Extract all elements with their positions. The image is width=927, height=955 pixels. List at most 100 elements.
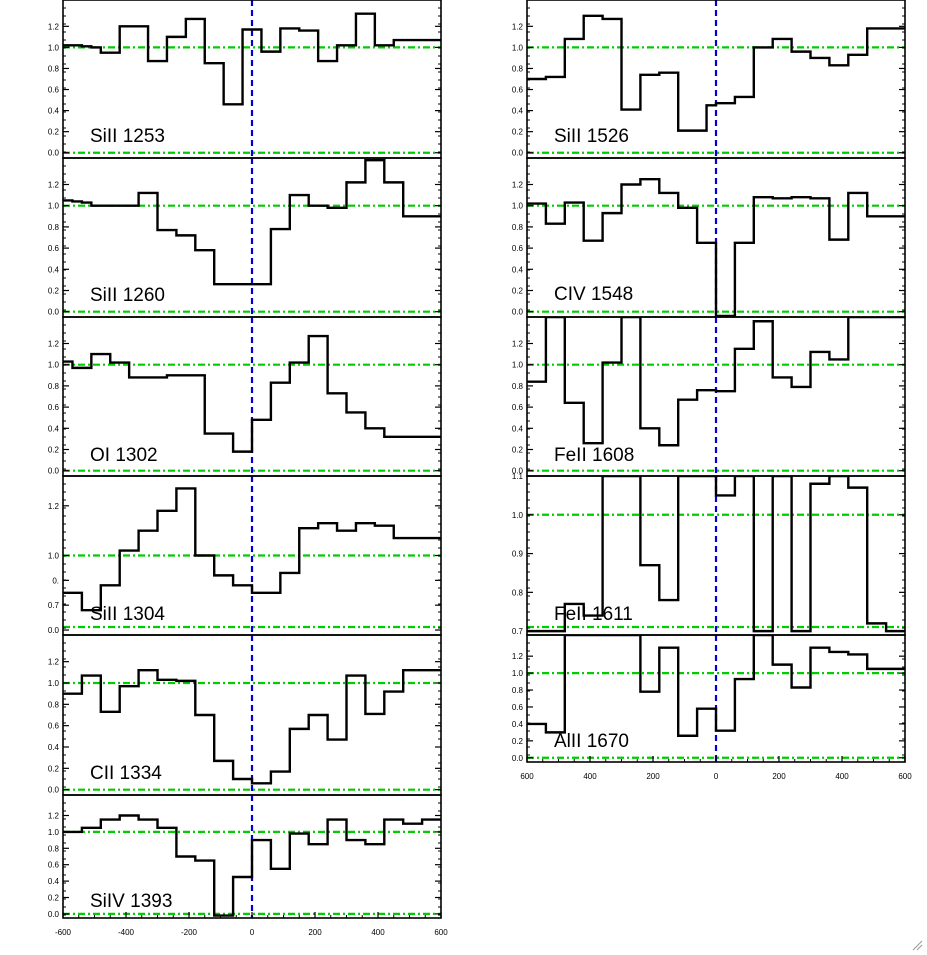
y-tick-label: 0.2 bbox=[512, 128, 524, 137]
y-tick-label: 1.0 bbox=[48, 361, 60, 370]
y-tick-label: 1.2 bbox=[48, 22, 60, 31]
x-tick-label: -400 bbox=[118, 928, 135, 937]
y-tick-label: 0.8 bbox=[512, 588, 524, 597]
x-tick-label: -200 bbox=[181, 928, 198, 937]
spectrum-step-line bbox=[63, 158, 441, 286]
y-tick-label: 0.2 bbox=[48, 894, 60, 903]
y-tick-label: 0.8 bbox=[48, 223, 60, 232]
y-tick-label: 0.0 bbox=[512, 149, 524, 158]
y-tick-label: 0.4 bbox=[512, 265, 524, 274]
y-tick-label: 0.0 bbox=[512, 754, 524, 763]
y-tick-label: 0.0 bbox=[48, 626, 60, 635]
y-tick-label: 0.4 bbox=[48, 107, 60, 116]
y-tick-label: 1.0 bbox=[512, 511, 524, 520]
y-tick-label: 0.6 bbox=[48, 861, 60, 870]
y-tick-label: 1.2 bbox=[48, 812, 60, 821]
panel-label: SiII 1526 bbox=[554, 126, 629, 147]
y-tick-label: 0.4 bbox=[512, 107, 524, 116]
y-tick-label: 1.2 bbox=[48, 502, 60, 511]
y-tick-label: 0.8 bbox=[48, 382, 60, 391]
y-tick-label: 1.0 bbox=[48, 43, 60, 52]
y-tick-label: 0.9 bbox=[512, 550, 524, 559]
y-tick-label: 1.0 bbox=[512, 361, 524, 370]
y-tick-label: 1.0 bbox=[512, 202, 524, 211]
x-tick-label: 600 bbox=[434, 928, 448, 937]
y-tick-label: 0.2 bbox=[48, 446, 60, 455]
y-tick-label: 0.6 bbox=[512, 703, 524, 712]
panel-label: OI 1302 bbox=[90, 445, 158, 466]
y-tick-label: 0.4 bbox=[48, 424, 60, 433]
y-tick-label: 1.1 bbox=[512, 472, 524, 481]
y-tick-label: 0.0 bbox=[512, 467, 524, 476]
y-tick-label: 1.2 bbox=[512, 181, 524, 190]
y-tick-label: 1.2 bbox=[512, 22, 524, 31]
y-tick-label: 1.0 bbox=[48, 679, 60, 688]
y-tick-label: 0.2 bbox=[512, 446, 524, 455]
panel-label: AlII 1670 bbox=[554, 731, 629, 752]
y-tick-label: 0.8 bbox=[512, 382, 524, 391]
spectrum-step-line bbox=[63, 814, 441, 917]
spectrum-step-line bbox=[527, 14, 905, 132]
y-tick-label: 1.0 bbox=[48, 828, 60, 837]
y-tick-label: 0.6 bbox=[48, 722, 60, 731]
x-tick-label: -600 bbox=[55, 928, 72, 937]
y-tick-label: 0.0 bbox=[48, 308, 60, 317]
spectrum-step-line bbox=[63, 12, 441, 106]
y-tick-label: 0.2 bbox=[512, 737, 524, 746]
y-tick-label: 0.6 bbox=[48, 86, 60, 95]
x-tick-label: 0 bbox=[714, 772, 719, 781]
panel-label: FeII 1611 bbox=[554, 604, 633, 625]
panel-label: CII 1334 bbox=[90, 763, 162, 784]
y-tick-label: 0.8 bbox=[48, 844, 60, 853]
y-tick-label: 0.4 bbox=[48, 265, 60, 274]
spectrum-step-line bbox=[527, 476, 905, 633]
panel-oi-1302: 0.00.20.40.60.81.01.2OI 1302 bbox=[48, 316, 442, 477]
y-tick-label: 1.2 bbox=[512, 652, 524, 661]
y-tick-label: 0.4 bbox=[512, 424, 524, 433]
y-tick-label: 0. bbox=[52, 576, 59, 585]
y-tick-label: 1.0 bbox=[512, 43, 524, 52]
spectrum-step-line bbox=[527, 178, 905, 317]
y-tick-label: 1.0 bbox=[48, 552, 60, 561]
x-tick-label: 600 bbox=[898, 772, 912, 781]
spectrum-step-line bbox=[527, 635, 905, 737]
y-tick-label: 0.2 bbox=[48, 128, 60, 137]
y-tick-label: 0.6 bbox=[512, 86, 524, 95]
y-tick-label: 0.2 bbox=[48, 764, 60, 773]
x-tick-label: 600 bbox=[520, 772, 534, 781]
y-tick-label: 0.6 bbox=[48, 244, 60, 253]
panel-label: SiIV 1393 bbox=[90, 891, 172, 912]
panel-label: CIV 1548 bbox=[554, 284, 633, 305]
panel-label: FeII 1608 bbox=[554, 445, 634, 466]
x-tick-label: 200 bbox=[772, 772, 786, 781]
y-tick-label: 0.0 bbox=[48, 786, 60, 795]
y-tick-label: 0.2 bbox=[48, 287, 60, 296]
spectrum-step-line bbox=[63, 669, 441, 785]
resize-grip-icon[interactable] bbox=[911, 939, 923, 951]
x-tick-label: 400 bbox=[835, 772, 849, 781]
panel-label: SiII 1260 bbox=[90, 285, 165, 306]
y-tick-label: 0.4 bbox=[48, 743, 60, 752]
y-tick-label: 0.7 bbox=[48, 601, 60, 610]
y-tick-label: 0.0 bbox=[512, 308, 524, 317]
y-tick-label: 0.8 bbox=[48, 700, 60, 709]
x-tick-label: 200 bbox=[646, 772, 660, 781]
y-tick-label: 0.0 bbox=[48, 149, 60, 158]
x-tick-label: 200 bbox=[308, 928, 322, 937]
y-tick-label: 0.0 bbox=[48, 467, 60, 476]
panel-label: SiII 1253 bbox=[90, 126, 165, 147]
y-tick-label: 0.0 bbox=[48, 910, 60, 919]
y-tick-label: 0.4 bbox=[512, 720, 524, 729]
spectrum-step-line bbox=[527, 317, 905, 447]
y-tick-label: 1.2 bbox=[48, 658, 60, 667]
